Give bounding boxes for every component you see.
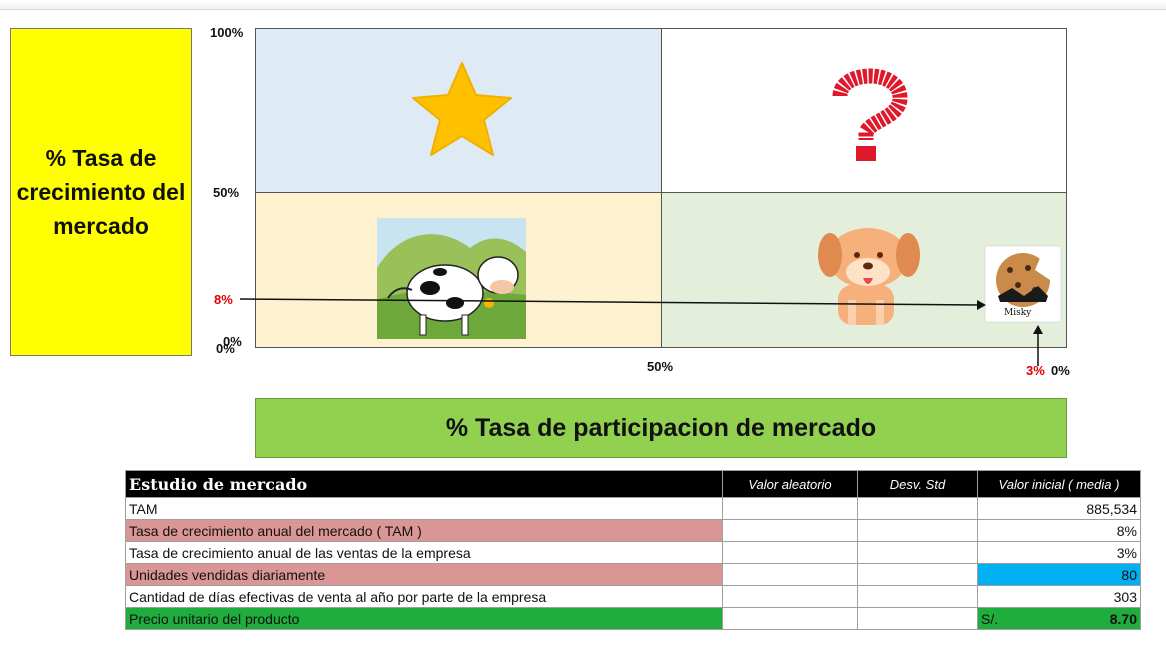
y-label-top: 100% [210, 25, 244, 40]
header-valor-inicial[interactable]: Valor inicial ( media ) [977, 470, 1141, 498]
product-logo [984, 245, 1062, 323]
row-label[interactable]: Precio unitario del producto [125, 607, 723, 630]
cell-valor-aleatorio[interactable] [722, 607, 858, 630]
sheet-column-strip [0, 0, 1166, 10]
dog-icon [818, 228, 920, 325]
table-row: Precio unitario del producto S/. 8.70 [125, 607, 1141, 630]
cell-valor-inicial[interactable]: 80 [977, 563, 1141, 586]
matrix-graphics [239, 62, 1062, 366]
y-label-mid: 50% [213, 185, 240, 200]
y-label-bottom-overlap: 0% [223, 334, 242, 349]
cell-valor-aleatorio[interactable] [722, 563, 858, 586]
header-estudio[interactable]: Estudio de mercado [125, 470, 723, 498]
cell-valor-inicial[interactable]: S/. 8.70 [977, 607, 1141, 630]
cell-valor-inicial[interactable]: 3% [977, 541, 1141, 564]
table-row: TAM 885,534 [125, 497, 1141, 520]
cow-icon [377, 218, 526, 339]
cell-valor-inicial[interactable]: 8% [977, 519, 1141, 542]
header-valor-aleatorio[interactable]: Valor aleatorio [722, 470, 858, 498]
header-desv-std[interactable]: Desv. Std [857, 470, 978, 498]
row-label[interactable]: Unidades vendidas diariamente [125, 563, 723, 586]
growth-point-label: 8% [214, 292, 233, 307]
cell-desv-std[interactable] [857, 585, 978, 608]
cell-valor-inicial[interactable]: 885,534 [977, 497, 1141, 520]
row-label[interactable]: Tasa de crecimiento anual del mercado ( … [125, 519, 723, 542]
currency-label: S/. [981, 610, 999, 627]
y-axis-title: % Tasa de crecimiento del mercado [16, 145, 186, 239]
cell-desv-std[interactable] [857, 607, 978, 630]
cell-valor-aleatorio[interactable] [722, 585, 858, 608]
table-row: Unidades vendidas diariamente 80 [125, 563, 1141, 586]
cell-desv-std[interactable] [857, 563, 978, 586]
question-mark-icon [832, 68, 908, 161]
y-axis-title-box: % Tasa de crecimiento del mercado [10, 28, 192, 356]
product-logo-text: Misky [1004, 308, 1032, 318]
table-row: Tasa de crecimiento anual del mercado ( … [125, 519, 1141, 542]
cell-valor-aleatorio[interactable] [722, 497, 858, 520]
table-row: Tasa de crecimiento anual de las ventas … [125, 541, 1141, 564]
row-label[interactable]: Cantidad de días efectivas de venta al a… [125, 585, 723, 608]
x-axis-title: % Tasa de participacion de mercado [445, 413, 877, 442]
price-value: 8.70 [1109, 610, 1137, 627]
cell-desv-std[interactable] [857, 519, 978, 542]
x-axis-title-box: % Tasa de participacion de mercado [255, 398, 1067, 458]
quadrant-question [661, 28, 1067, 193]
market-study-table: Estudio de mercado Valor aleatorio Desv.… [125, 470, 1141, 630]
cell-valor-aleatorio[interactable] [722, 541, 858, 564]
cell-valor-aleatorio[interactable] [722, 519, 858, 542]
x-label-right: 0% [1051, 363, 1070, 378]
cell-valor-inicial[interactable]: 303 [977, 585, 1141, 608]
cell-desv-std[interactable] [857, 497, 978, 520]
star-icon [412, 62, 512, 156]
cell-desv-std[interactable] [857, 541, 978, 564]
share-point-label: 3% [1026, 363, 1045, 378]
y-label-bottom: 0% [216, 341, 235, 356]
position-arrows [239, 298, 1043, 366]
row-label[interactable]: TAM [125, 497, 723, 520]
table-row: Cantidad de días efectivas de venta al a… [125, 585, 1141, 608]
x-label-mid: 50% [647, 359, 674, 374]
row-label[interactable]: Tasa de crecimiento anual de las ventas … [125, 541, 723, 564]
table-header-row: Estudio de mercado Valor aleatorio Desv.… [125, 470, 1141, 498]
